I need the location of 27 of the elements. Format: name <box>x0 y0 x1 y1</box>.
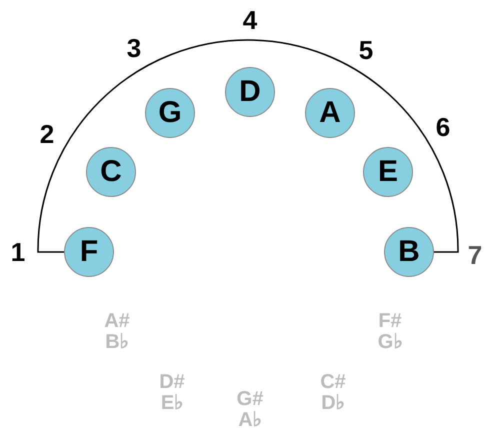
note-circle <box>363 147 413 197</box>
position-number: 2 <box>40 121 54 147</box>
accidental-note-label: F# G♭ <box>376 311 404 353</box>
note-name: A <box>319 98 341 128</box>
position-number: 3 <box>126 35 142 61</box>
position-number: 5 <box>358 37 374 63</box>
note-name: B <box>398 237 420 267</box>
position-number: 4 <box>242 7 258 33</box>
note-circle <box>305 88 355 138</box>
accidental-note-label: C# D♭ <box>319 372 347 414</box>
note-name: G <box>158 98 182 128</box>
note-name: D <box>239 77 261 107</box>
note-circle <box>86 147 136 197</box>
note-name: F <box>80 237 98 267</box>
position-number: 7 <box>468 242 482 268</box>
note-circle <box>225 67 275 117</box>
note-circle <box>64 227 114 277</box>
position-number: 6 <box>436 114 450 140</box>
note-name: E <box>378 157 398 187</box>
accidental-note-label: D# E♭ <box>158 372 186 414</box>
accidental-note-label: A# B♭ <box>103 311 131 353</box>
note-name: C <box>100 157 122 187</box>
accidental-note-label: G# A♭ <box>236 389 264 431</box>
position-number: 1 <box>10 239 26 265</box>
note-circle <box>145 88 195 138</box>
arc-connector <box>37 40 459 253</box>
note-circle <box>384 227 434 277</box>
